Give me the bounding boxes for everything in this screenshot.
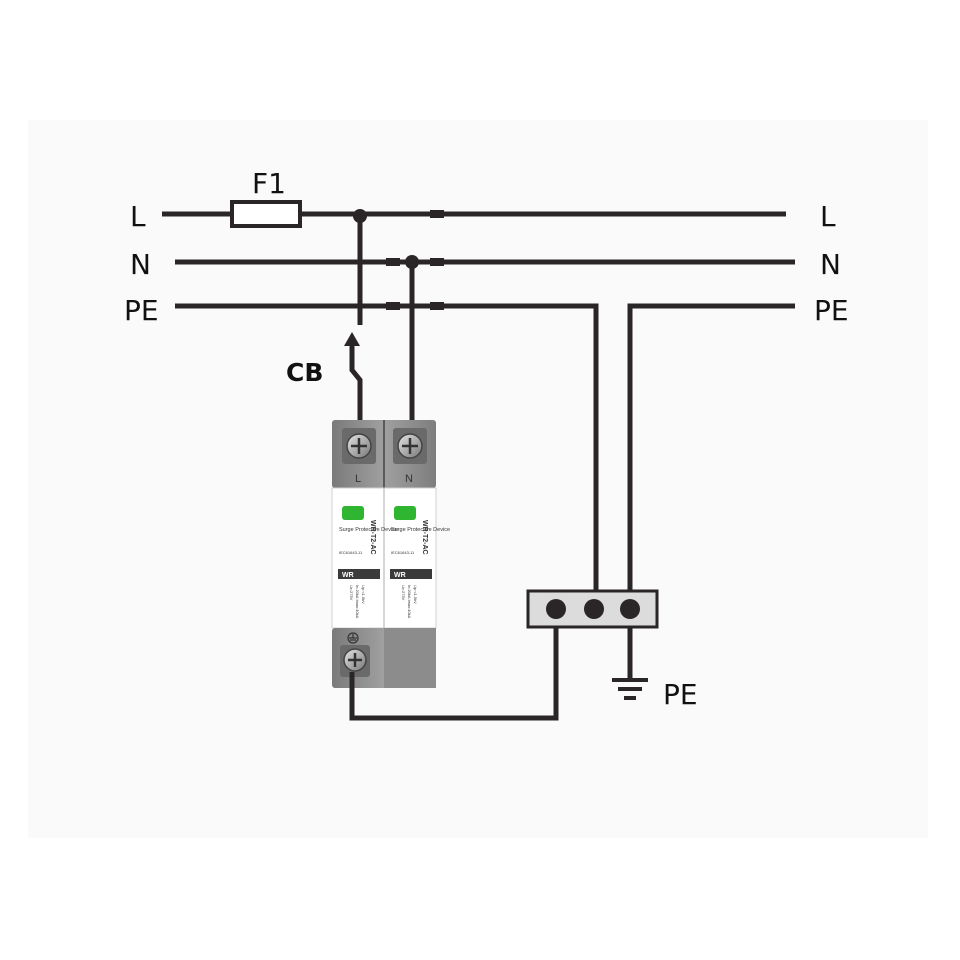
terminal-label-n: N <box>405 473 413 485</box>
status-indicator-1 <box>342 506 364 520</box>
busbar-lines <box>162 211 795 678</box>
breaker-switch-blade <box>349 342 363 425</box>
junction-dot-n <box>405 255 419 269</box>
terminal-screw-n-icon <box>393 428 427 464</box>
module-1-standard: IEC61643-11 <box>339 550 363 555</box>
module-1-model: WR-T2-AC <box>369 520 376 555</box>
terminal-screw-l-icon <box>342 428 376 464</box>
spd-module-1: Surge Protective Device IEC61643-11 WR-T… <box>338 506 398 619</box>
earth-bar-terminal-3 <box>620 599 640 619</box>
earth-bar-terminal-1 <box>546 599 566 619</box>
earth-conductor-left <box>175 303 599 608</box>
wire-break-marks <box>386 210 444 310</box>
spd-earth-wire <box>349 608 559 721</box>
left-label-l: L <box>130 200 146 233</box>
junction-dot-l <box>353 209 367 223</box>
module-2-spec-2: In:20kA Imax:40kA <box>407 585 412 619</box>
earth-terminal-bar <box>526 589 659 629</box>
module-1-spec-1: Uc:275V <box>349 585 354 601</box>
terminal-screw-pe-icon <box>340 645 370 677</box>
module-1-spec-2: In:20kA Imax:40kA <box>355 585 360 619</box>
module-2-brand: WR <box>394 572 406 579</box>
right-label-n: N <box>820 248 841 281</box>
module-2-model: WR-T2-AC <box>421 520 428 555</box>
fuse-symbol <box>230 200 302 228</box>
module-1-brand: WR <box>342 572 354 579</box>
spd-module-2: Surge Protective Device IEC61643-11 WR-T… <box>390 506 450 619</box>
right-label-l: L <box>820 200 836 233</box>
left-label-pe: PE <box>124 294 159 327</box>
earth-bar-terminal-2 <box>584 599 604 619</box>
module-1-description: Surge Protective Device <box>339 527 398 533</box>
fuse-label: F1 <box>252 167 286 200</box>
ground-symbol-icon <box>612 678 648 700</box>
module-2-description: Surge Protective Device <box>391 527 450 533</box>
status-indicator-2 <box>394 506 416 520</box>
right-label-pe: PE <box>814 294 849 327</box>
breaker-arrow-icon <box>344 332 360 346</box>
module-2-spec-3: Up:<1.5kV <box>413 585 418 604</box>
ground-label: PE <box>663 678 698 711</box>
earth-symbol-icon <box>347 632 359 644</box>
terminal-label-l: L <box>355 473 361 485</box>
breaker-label: CB <box>286 358 323 387</box>
module-2-spec-1: Uc:275V <box>401 585 406 601</box>
module-1-spec-3: Up:<1.5kV <box>361 585 366 604</box>
module-2-standard: IEC61643-11 <box>391 550 415 555</box>
left-label-n: N <box>130 248 151 281</box>
spd-device: L N Surge Protective Device IEC61643-11 … <box>331 420 450 688</box>
earth-conductor-right <box>627 303 795 678</box>
spd-feed-wires <box>349 214 415 425</box>
